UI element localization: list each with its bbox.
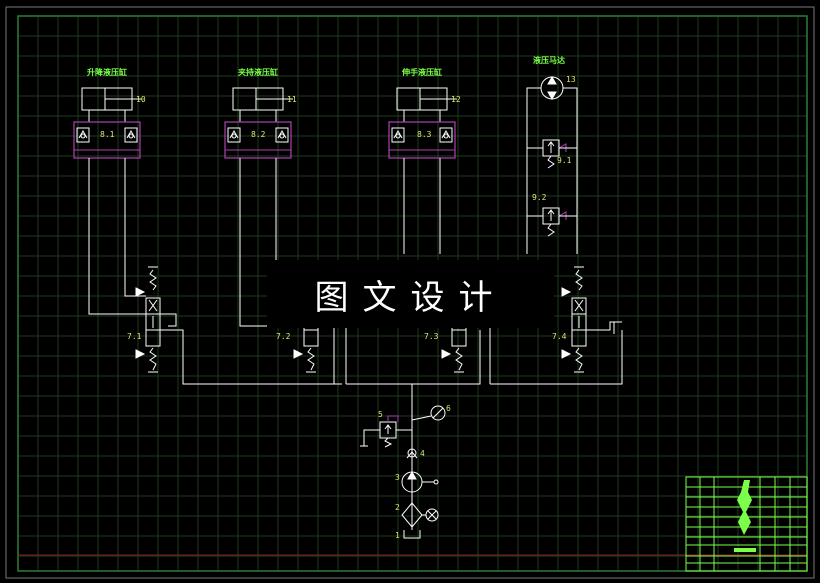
valve-label-7-4: 7.4 — [552, 332, 567, 341]
filter-tag-label-2: 2 — [395, 503, 400, 512]
inner-frame — [17, 15, 808, 572]
cylinder-1 — [81, 87, 142, 122]
motor-title: 液压马达 — [533, 56, 565, 65]
valve-label-7-2: 7.2 — [276, 332, 291, 341]
cylinder-number-10: 10 — [136, 95, 146, 104]
power-supply-unit — [360, 405, 446, 539]
watermark-text: 图文设计 — [314, 277, 507, 318]
hydraulic-lock-3 — [388, 121, 456, 165]
outer-frame — [5, 6, 815, 579]
check-label-4: 4 — [420, 449, 425, 458]
hydraulic-lock-1 — [73, 121, 141, 165]
motor-number-13: 13 — [566, 75, 576, 84]
cylinder-3 — [396, 87, 457, 122]
valve-label-7-3: 7.3 — [424, 332, 439, 341]
lock-label-8-1: 8.1 — [100, 130, 115, 139]
cylinder-title-reach: 伸手液压缸 — [402, 68, 442, 77]
lock-label-8-2: 8.2 — [251, 130, 266, 139]
watermark-banner: 图文设计 — [267, 260, 554, 328]
cylinder-number-12: 12 — [451, 95, 461, 104]
cylinder-2 — [232, 87, 293, 122]
relief-valve-9-2 — [527, 207, 577, 237]
drawing-grid — [17, 15, 807, 571]
hydraulic-lock-2 — [224, 121, 292, 165]
title-block — [685, 476, 808, 572]
cylinder-title-lift: 升降液压缸 — [87, 68, 127, 77]
directional-valve-1 — [135, 266, 161, 373]
directional-valve-4 — [561, 266, 587, 373]
relief-label-9-1: 9.1 — [557, 156, 572, 165]
relief-label-5: 5 — [378, 410, 383, 419]
hydraulic-motor-circuit — [526, 75, 578, 254]
valve-label-7-1: 7.1 — [127, 332, 142, 341]
filter-label-1: 1 — [395, 531, 400, 540]
pump-label-3: 3 — [395, 473, 400, 482]
cylinder-number-11: 11 — [287, 95, 297, 104]
gauge-label-6: 6 — [446, 404, 451, 413]
relief-valve-9-1 — [527, 139, 577, 169]
cylinder-title-clamp: 夹持液压缸 — [238, 68, 278, 77]
lock-label-8-3: 8.3 — [417, 130, 432, 139]
relief-label-9-2: 9.2 — [532, 193, 547, 202]
